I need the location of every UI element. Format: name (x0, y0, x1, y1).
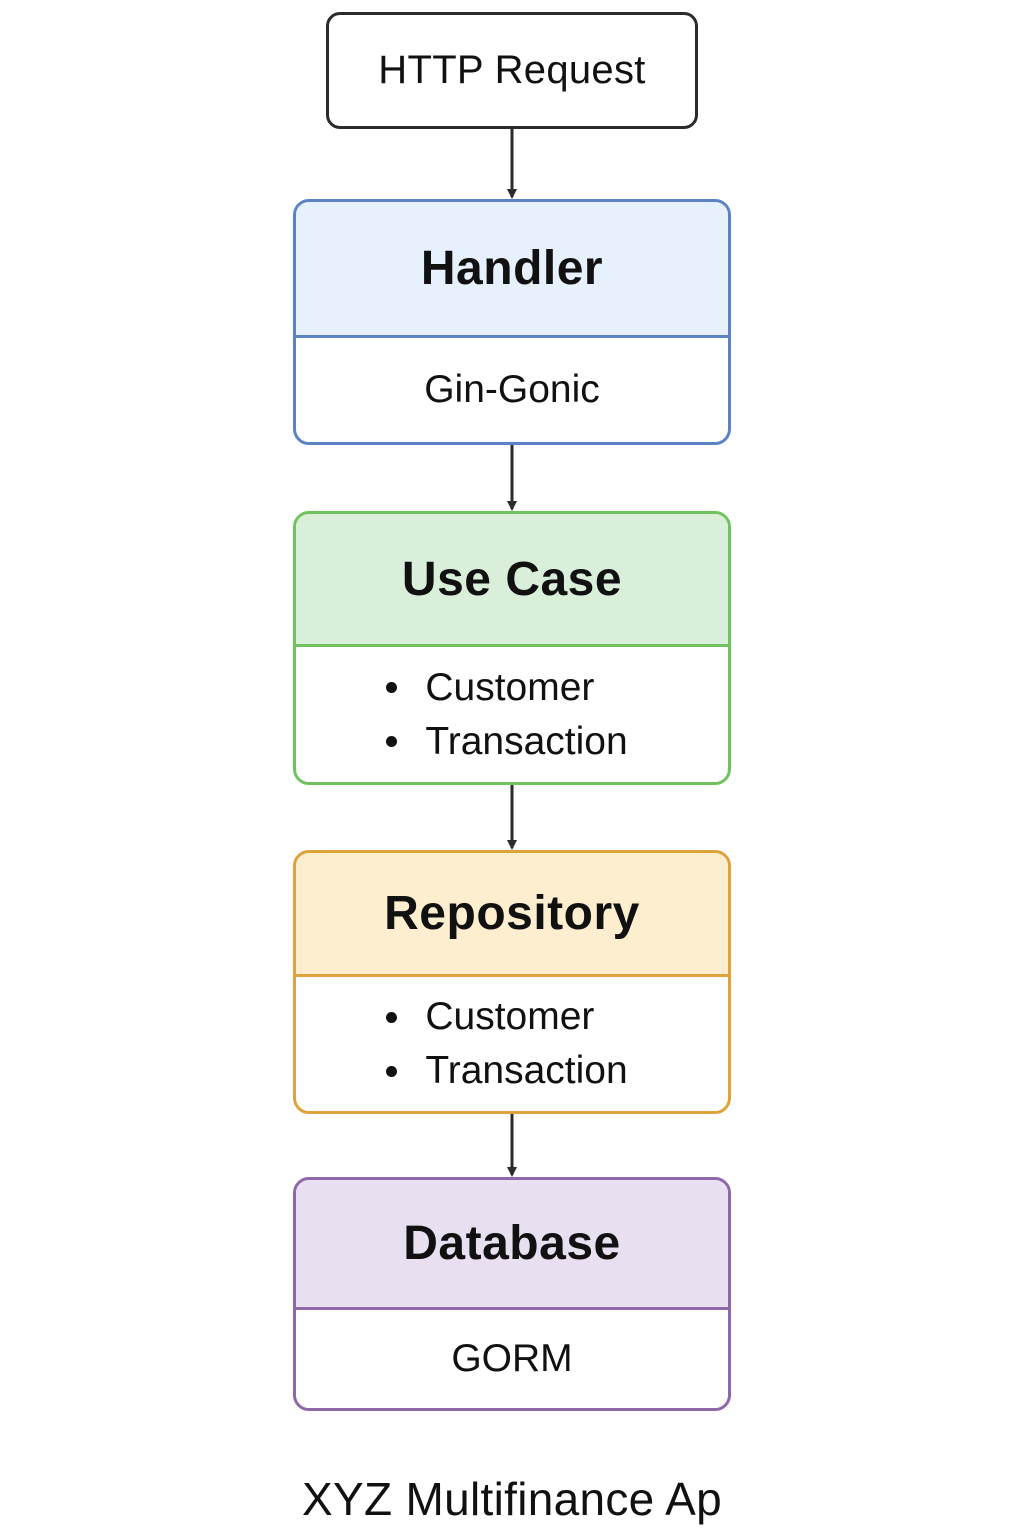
repository-item-list: Customer Transaction (386, 990, 628, 1098)
usecase-item: Customer (386, 661, 627, 715)
repository-item: Customer (386, 990, 627, 1044)
usecase-body: Customer Transaction (296, 647, 728, 782)
repository-layer: Repository Customer Transaction (293, 850, 731, 1114)
http-request-node: HTTP Request (326, 12, 698, 129)
http-request-label: HTTP Request (378, 48, 646, 92)
handler-layer: Handler Gin-Gonic (293, 199, 731, 445)
bullet-icon (386, 682, 398, 693)
bullet-icon (386, 1065, 398, 1077)
usecase-item-label: Transaction (425, 719, 628, 763)
database-title: Database (403, 1217, 621, 1270)
usecase-layer: Use Case Customer Transaction (293, 511, 731, 785)
bullet-icon (386, 736, 398, 747)
app-title: XYZ Multifinance Ap (302, 1473, 722, 1525)
database-body: GORM (296, 1310, 728, 1408)
usecase-item-list: Customer Transaction (386, 661, 628, 769)
database-header: Database (296, 1180, 728, 1310)
handler-body: Gin-Gonic (296, 338, 728, 442)
repository-item-label: Customer (425, 995, 595, 1038)
database-layer: Database GORM (293, 1177, 731, 1411)
repository-header: Repository (296, 853, 728, 977)
handler-framework-label: Gin-Gonic (424, 368, 600, 411)
repository-item: Transaction (386, 1044, 628, 1098)
usecase-item-label: Customer (425, 665, 595, 709)
handler-header: Handler (296, 202, 728, 338)
bullet-icon (386, 1011, 398, 1023)
database-orm-label: GORM (451, 1337, 573, 1380)
usecase-title: Use Case (401, 552, 623, 606)
usecase-item: Transaction (386, 715, 628, 769)
repository-item-label: Transaction (425, 1049, 628, 1092)
repository-title: Repository (384, 887, 640, 940)
handler-title: Handler (420, 242, 604, 295)
usecase-header: Use Case (296, 514, 728, 647)
repository-body: Customer Transaction (296, 977, 728, 1111)
